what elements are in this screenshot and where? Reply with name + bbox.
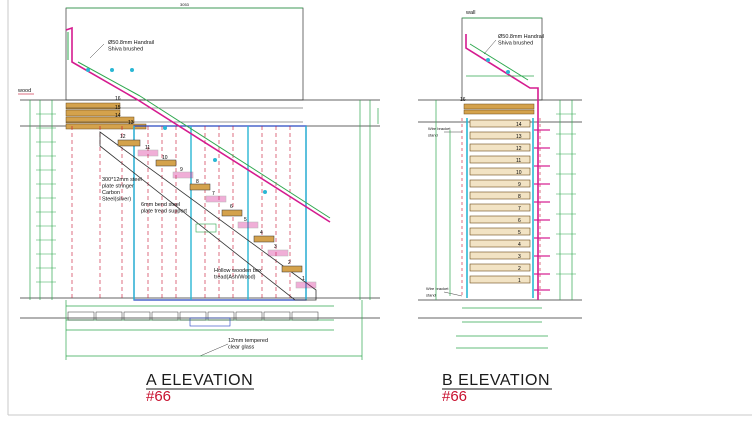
landing-number: 14: [115, 113, 121, 119]
right-dimension-chain: [559, 100, 573, 300]
step-number: 4: [518, 242, 521, 248]
elevation-a-drawing: 3053 wood 16 15 14 13: [17, 2, 380, 360]
step-number: 8: [518, 194, 521, 200]
step-number: 9: [518, 182, 521, 188]
handrail: [465, 34, 539, 300]
handrail-green-line: [469, 43, 529, 81]
landing-number: 15: [115, 105, 121, 111]
elevation-a-number: #66: [146, 388, 171, 405]
step-number: 6: [518, 218, 521, 224]
step-number: 7: [212, 191, 215, 197]
stair-treads: [117, 139, 317, 289]
step-number: 2: [288, 260, 291, 266]
step-number: 2: [518, 266, 521, 272]
step-number: 9: [180, 167, 183, 173]
upper-wall-outline: [65, 7, 304, 101]
step-number: 5: [518, 230, 521, 236]
handrail: [65, 26, 331, 223]
wall-label: wall: [465, 10, 475, 16]
step-number: 8: [196, 179, 199, 185]
step-number: 5: [244, 217, 247, 223]
step-number: 13: [516, 134, 522, 140]
landing-plank: [463, 103, 535, 110]
elevation-b-title: B ELEVATION: [442, 372, 550, 389]
elevation-b-number: #66: [442, 388, 467, 405]
step-number: 7: [518, 206, 521, 212]
step-number: 12: [516, 146, 522, 152]
left-dimension-chain: [435, 100, 451, 300]
step-number: 3: [274, 244, 277, 250]
step-number: 3: [518, 254, 521, 260]
bottom-dimension-chain: [456, 75, 548, 349]
step-number: 11: [145, 145, 150, 151]
step-number: 4: [260, 230, 263, 236]
left-dimension-chain: [29, 100, 53, 300]
steel-stringer: [99, 131, 317, 301]
landing-number: 16: [460, 97, 466, 103]
step-number: 10: [162, 155, 168, 161]
step-number: 1: [518, 278, 521, 284]
landing-number: 16: [115, 96, 121, 102]
tread-brackets: [534, 129, 550, 291]
bottom-dimension-chain: [65, 300, 363, 360]
right-dimension-chain: [359, 100, 379, 300]
elevation-a-title: A ELEVATION: [146, 372, 253, 389]
handrail-green-line: [77, 61, 141, 97]
stair-treads: [469, 119, 531, 284]
step-number: 12: [120, 134, 126, 140]
step-number: 14: [516, 122, 522, 128]
step-number: 1: [302, 276, 305, 282]
landing-plank: [65, 102, 121, 110]
wood-label: wood: [17, 88, 31, 94]
step-number: 11: [516, 158, 521, 164]
dim-top: 3053: [180, 2, 190, 7]
step-number: 6: [230, 204, 233, 210]
step-number: 10: [516, 170, 522, 176]
landing-number: 13: [128, 120, 134, 126]
